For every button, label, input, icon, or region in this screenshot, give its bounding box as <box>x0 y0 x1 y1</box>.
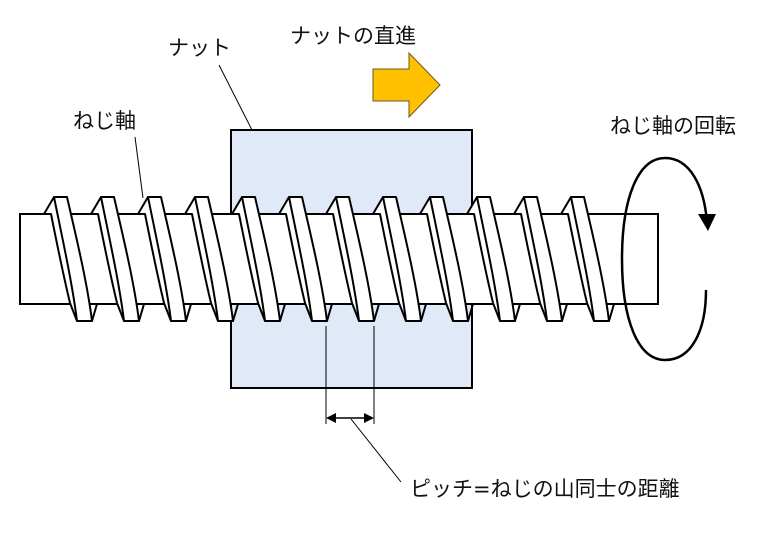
nut-leader-line <box>218 64 253 131</box>
thread-flank-line <box>476 196 501 322</box>
thread-root-notch <box>608 303 615 322</box>
pitch-leader-line <box>350 418 402 483</box>
thread-crest <box>325 196 380 322</box>
thread-crest <box>184 196 239 322</box>
thread-flank-line <box>523 196 548 322</box>
thread-root-notch <box>138 303 145 322</box>
thread-crest <box>419 196 474 322</box>
thread-crest <box>560 196 615 322</box>
thread-flank-line <box>147 196 172 322</box>
screw-shaft-label: ねじ軸 <box>73 109 136 133</box>
thread-flank-line <box>100 196 125 322</box>
thread-root-notch <box>561 303 568 322</box>
thread-flank-line <box>429 196 454 322</box>
rotation-arrow-icon <box>620 156 709 362</box>
thread-root-notch <box>185 303 192 322</box>
thread-root-notch <box>420 303 427 322</box>
shaft-leader-line <box>134 136 144 199</box>
thread-flank-line <box>241 196 266 322</box>
thread-root-notch <box>373 303 380 322</box>
thread-flank-line <box>570 196 595 322</box>
thread-root-notch <box>467 303 474 322</box>
thread-root-notch <box>514 303 521 322</box>
thread-crest <box>137 196 192 322</box>
thread-crest <box>43 196 98 322</box>
thread-flank-line <box>53 196 78 322</box>
thread-flank-line <box>382 196 407 322</box>
rotation-arrowhead-icon <box>698 214 716 231</box>
pitch-arrowhead-right <box>364 413 374 423</box>
pitch-label: ピッチ=ねじの山同士の距離 <box>410 477 680 501</box>
pitch-arrowhead-left <box>326 413 336 423</box>
thread-root-notch <box>326 303 333 322</box>
thread-crest <box>90 196 145 322</box>
shaft-rotation-label: ねじ軸の回転 <box>610 114 736 138</box>
screw-threads <box>43 196 615 322</box>
thread-flank-line <box>194 196 219 322</box>
thread-crest <box>231 196 286 322</box>
thread-crest <box>466 196 521 322</box>
thread-flank-line <box>335 196 360 322</box>
linear-motion-arrow-icon <box>372 51 441 119</box>
nut-motion-label: ナットの直進 <box>290 24 416 48</box>
thread-crest <box>278 196 333 322</box>
thread-crest <box>513 196 568 322</box>
thread-flank-line <box>288 196 313 322</box>
thread-root-notch <box>279 303 286 322</box>
nut-label: ナット <box>168 36 231 60</box>
thread-root-notch <box>232 303 239 322</box>
thread-crest <box>372 196 427 322</box>
thread-root-notch <box>91 303 98 322</box>
